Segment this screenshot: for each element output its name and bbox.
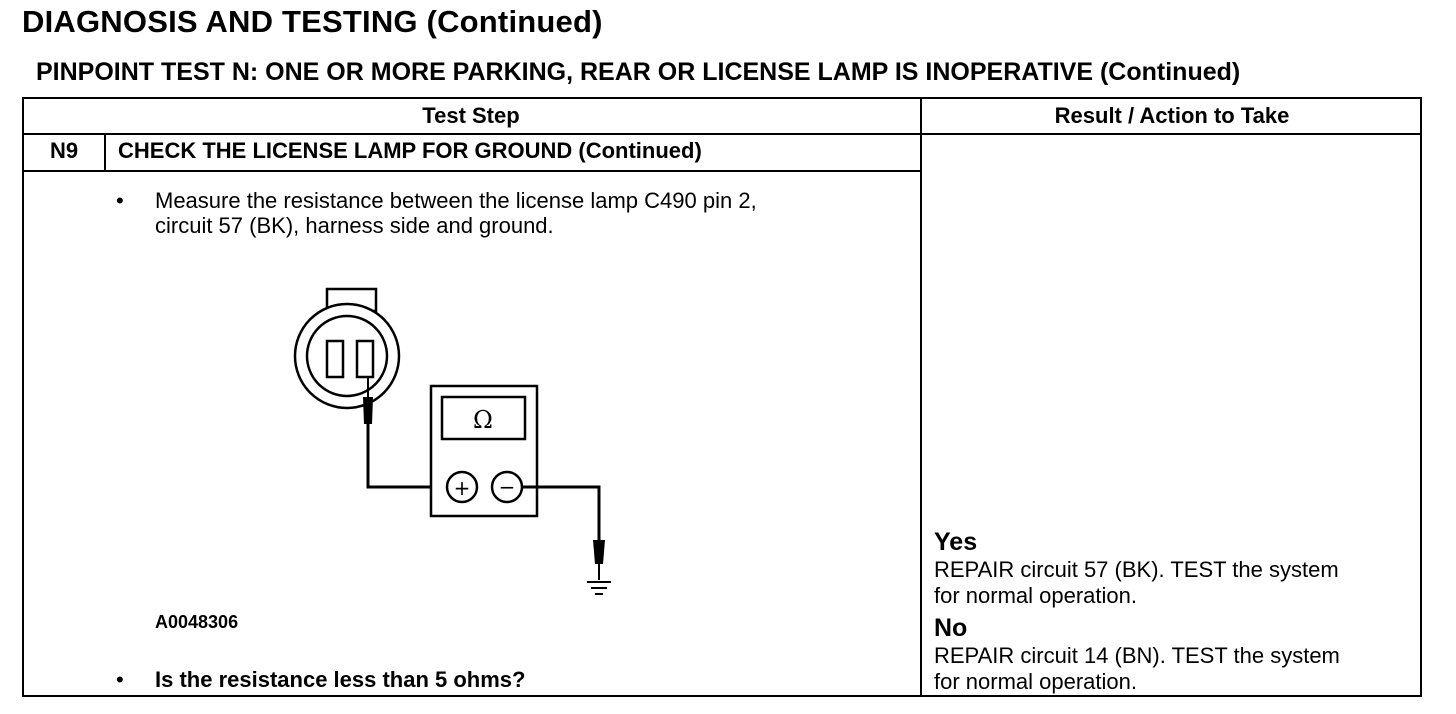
header-test-step: Test Step — [422, 103, 520, 128]
connector-inner-ring — [305, 314, 389, 398]
step-id: N9 — [49, 138, 79, 163]
instruction-bullet: • — [116, 188, 124, 213]
connector-pin-2 — [355, 339, 375, 379]
result-yes-label: Yes — [934, 528, 978, 556]
step-title-divider — [22, 170, 922, 172]
header-divider — [22, 133, 1422, 135]
instruction-text: Measure the resistance between the licen… — [155, 188, 757, 238]
minus-symbol: − — [499, 475, 516, 499]
ohmmeter-display — [440, 395, 527, 441]
step-id-divider — [104, 133, 106, 172]
test-table — [22, 97, 1422, 697]
result-no-label: No — [934, 614, 968, 642]
result-line: for normal operation. — [934, 583, 1137, 608]
ground-icon — [587, 581, 611, 595]
connector-pin-1 — [325, 339, 345, 379]
result-line: REPAIR circuit 14 (BN). TEST the system — [934, 643, 1340, 668]
step-title: CHECK THE LICENSE LAMP FOR GROUND (Conti… — [118, 138, 702, 163]
column-divider — [920, 97, 922, 697]
probe-tip-ground — [593, 540, 605, 564]
step-question: Is the resistance less than 5 ohms? — [155, 667, 526, 692]
pinpoint-test-title: PINPOINT TEST N: ONE OR MORE PARKING, RE… — [36, 58, 1241, 86]
probe-tip-pin — [363, 397, 373, 424]
ohm-symbol: Ω — [473, 406, 493, 434]
question-bullet: • — [116, 667, 124, 692]
positive-terminal — [445, 470, 479, 504]
figure-id: A0048306 — [155, 612, 239, 632]
instruction-line: circuit 57 (BK), harness side and ground… — [155, 213, 554, 238]
result-no-action: REPAIR circuit 14 (BN). TEST the system … — [934, 643, 1340, 695]
instruction-line: Measure the resistance between the licen… — [155, 188, 757, 213]
page-title: DIAGNOSIS AND TESTING (Continued) — [22, 4, 603, 39]
plus-symbol: + — [454, 476, 471, 500]
result-yes-action: REPAIR circuit 57 (BK). TEST the system … — [934, 557, 1339, 609]
negative-lead — [522, 485, 601, 540]
positive-lead — [366, 424, 447, 489]
header-result-action: Result / Action to Take — [1054, 103, 1290, 128]
result-line: for normal operation. — [934, 669, 1137, 694]
result-line: REPAIR circuit 57 (BK). TEST the system — [934, 557, 1339, 582]
